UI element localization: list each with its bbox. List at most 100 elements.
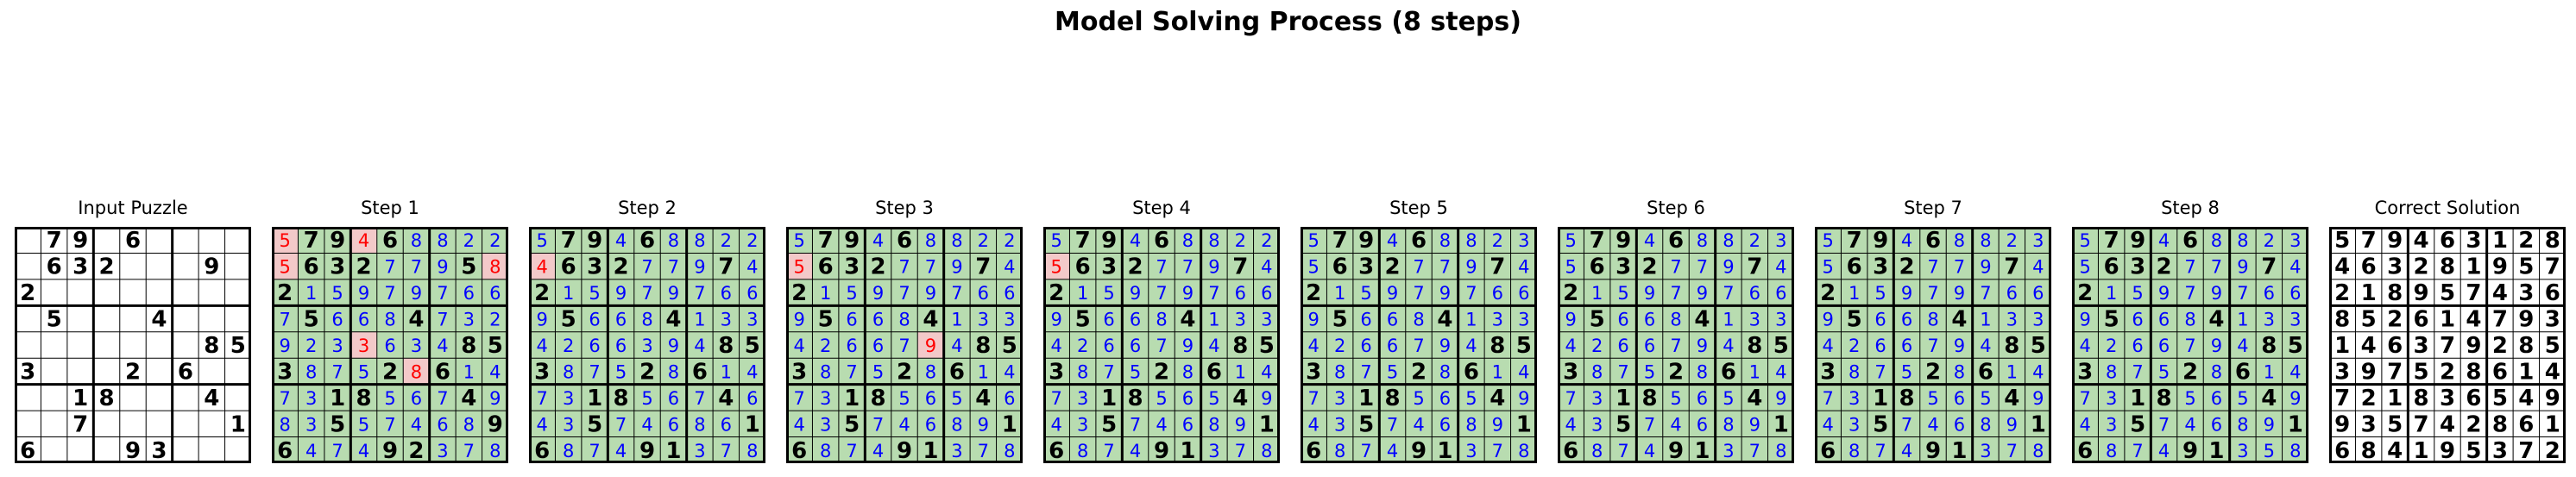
cell-fill <box>1043 436 1070 463</box>
cell-fill <box>739 227 765 254</box>
cell-digit: 4 <box>1130 441 1141 461</box>
cell-digit: 8 <box>1723 414 1734 435</box>
cell-digit: 5 <box>1130 361 1141 382</box>
cell-fill <box>1095 436 1123 463</box>
cell-fill <box>1841 436 1867 463</box>
cell-fill <box>1301 305 1327 332</box>
cell-digit: 7 <box>1697 257 1708 278</box>
cell-fill <box>1122 358 1149 385</box>
cell-fill <box>996 279 1023 306</box>
cell-digit: 8 <box>1004 441 1015 461</box>
cell-digit: 4 <box>358 441 369 461</box>
cell-digit: 7 <box>1413 336 1424 356</box>
cell-fill <box>2256 384 2283 411</box>
cell-given-digit: 6 <box>1978 359 1993 385</box>
cell-fill <box>1484 331 1511 359</box>
cell-digit: 5 <box>1901 361 1912 382</box>
cell-digit: 7 <box>1182 257 1194 278</box>
cell-fill <box>1301 227 1327 254</box>
cell-digit: 8 <box>820 441 831 461</box>
cell-fill <box>1458 436 1485 463</box>
cell-fill <box>1379 227 1406 254</box>
cell-digit: 6 <box>489 283 501 304</box>
panel-title: Step 2 <box>618 198 677 218</box>
cell-digit: 7 <box>1927 283 1938 304</box>
cell-fill <box>1972 227 2000 254</box>
cell-given-digit: 4 <box>2518 386 2534 411</box>
cell-fill <box>1815 436 1842 463</box>
cell-fill <box>376 253 404 279</box>
cell-fill <box>1867 305 1894 332</box>
cell-fill <box>324 279 351 306</box>
cell-fill <box>812 384 839 411</box>
cell-fill <box>2098 411 2125 437</box>
cell-given-digit: 8 <box>1128 386 1143 411</box>
cell-fill <box>608 411 634 437</box>
cell-digit: 4 <box>1901 441 1912 461</box>
cell-digit: 7 <box>1927 257 1938 278</box>
cell-fill <box>2282 331 2308 359</box>
cell-digit: 6 <box>846 310 857 330</box>
cell-fill <box>1069 331 1096 359</box>
cell-given-digit: 2 <box>1049 280 1064 306</box>
cell-given-digit: 5 <box>2387 411 2403 437</box>
cell-fill <box>2072 279 2099 306</box>
cell-digit: 1 <box>951 310 962 330</box>
cell-digit: 4 <box>1518 361 1529 382</box>
cell-given-digit: 5 <box>2031 333 2046 359</box>
cell-fill <box>1867 436 1894 463</box>
cell-fill <box>786 436 813 463</box>
cell-fill <box>1200 411 1228 437</box>
cell-digit: 4 <box>615 230 627 251</box>
cell-fill <box>1122 253 1149 279</box>
cell-fill <box>812 305 839 332</box>
cell-digit: 6 <box>2158 310 2170 330</box>
cell-fill <box>633 305 661 332</box>
cell-fill <box>429 358 457 385</box>
cell-fill <box>1867 279 1894 306</box>
cell-digit: 3 <box>1591 414 1603 435</box>
cell-digit: 9 <box>1697 336 1708 356</box>
cell-digit: 5 <box>794 230 805 251</box>
cell-given-digit: 6 <box>178 359 193 385</box>
cell-digit: 3 <box>2264 310 2275 330</box>
cell-fill <box>1999 436 2025 463</box>
cell-fill <box>1662 305 1690 332</box>
cell-fill <box>482 358 508 385</box>
cell-digit: 6 <box>2264 283 2275 304</box>
cell-digit: 7 <box>951 283 962 304</box>
cell-fill <box>1584 279 1610 306</box>
cell-given-digit: 4 <box>2261 386 2277 411</box>
cell-fill <box>1609 279 1637 306</box>
cell-digit: 6 <box>1617 336 1628 356</box>
cell-fill <box>1379 331 1406 359</box>
cell-fill <box>581 279 608 306</box>
cell-fill <box>324 411 351 437</box>
cell-digit: 4 <box>1387 230 1398 251</box>
cell-given-digit: 9 <box>330 228 345 254</box>
cell-given-digit: 2 <box>2182 359 2198 385</box>
cell-fill <box>1841 358 1867 385</box>
cell-digit: 6 <box>2289 283 2301 304</box>
cell-digit: 7 <box>2006 441 2018 461</box>
cell-fill <box>1609 227 1637 254</box>
cell-fill <box>1122 411 1149 437</box>
cell-given-digit: 5 <box>561 307 576 333</box>
cell-fill <box>1558 436 1584 463</box>
cell-fill <box>1095 279 1123 306</box>
cell-digit: 6 <box>2211 414 2222 435</box>
cell-digit: 9 <box>1749 414 1760 435</box>
cell-fill <box>324 384 351 411</box>
cell-fill <box>865 331 891 359</box>
cell-digit: 8 <box>1413 310 1424 330</box>
cell-fill <box>1200 227 1228 254</box>
cell-fill <box>1095 227 1123 254</box>
cell-given-digit: 4 <box>1694 307 1710 333</box>
cell-digit: 6 <box>1439 388 1451 409</box>
cell-fill <box>2203 411 2230 437</box>
cell-given-digit: 6 <box>125 228 141 254</box>
cell-given-digit: 8 <box>2414 386 2429 411</box>
